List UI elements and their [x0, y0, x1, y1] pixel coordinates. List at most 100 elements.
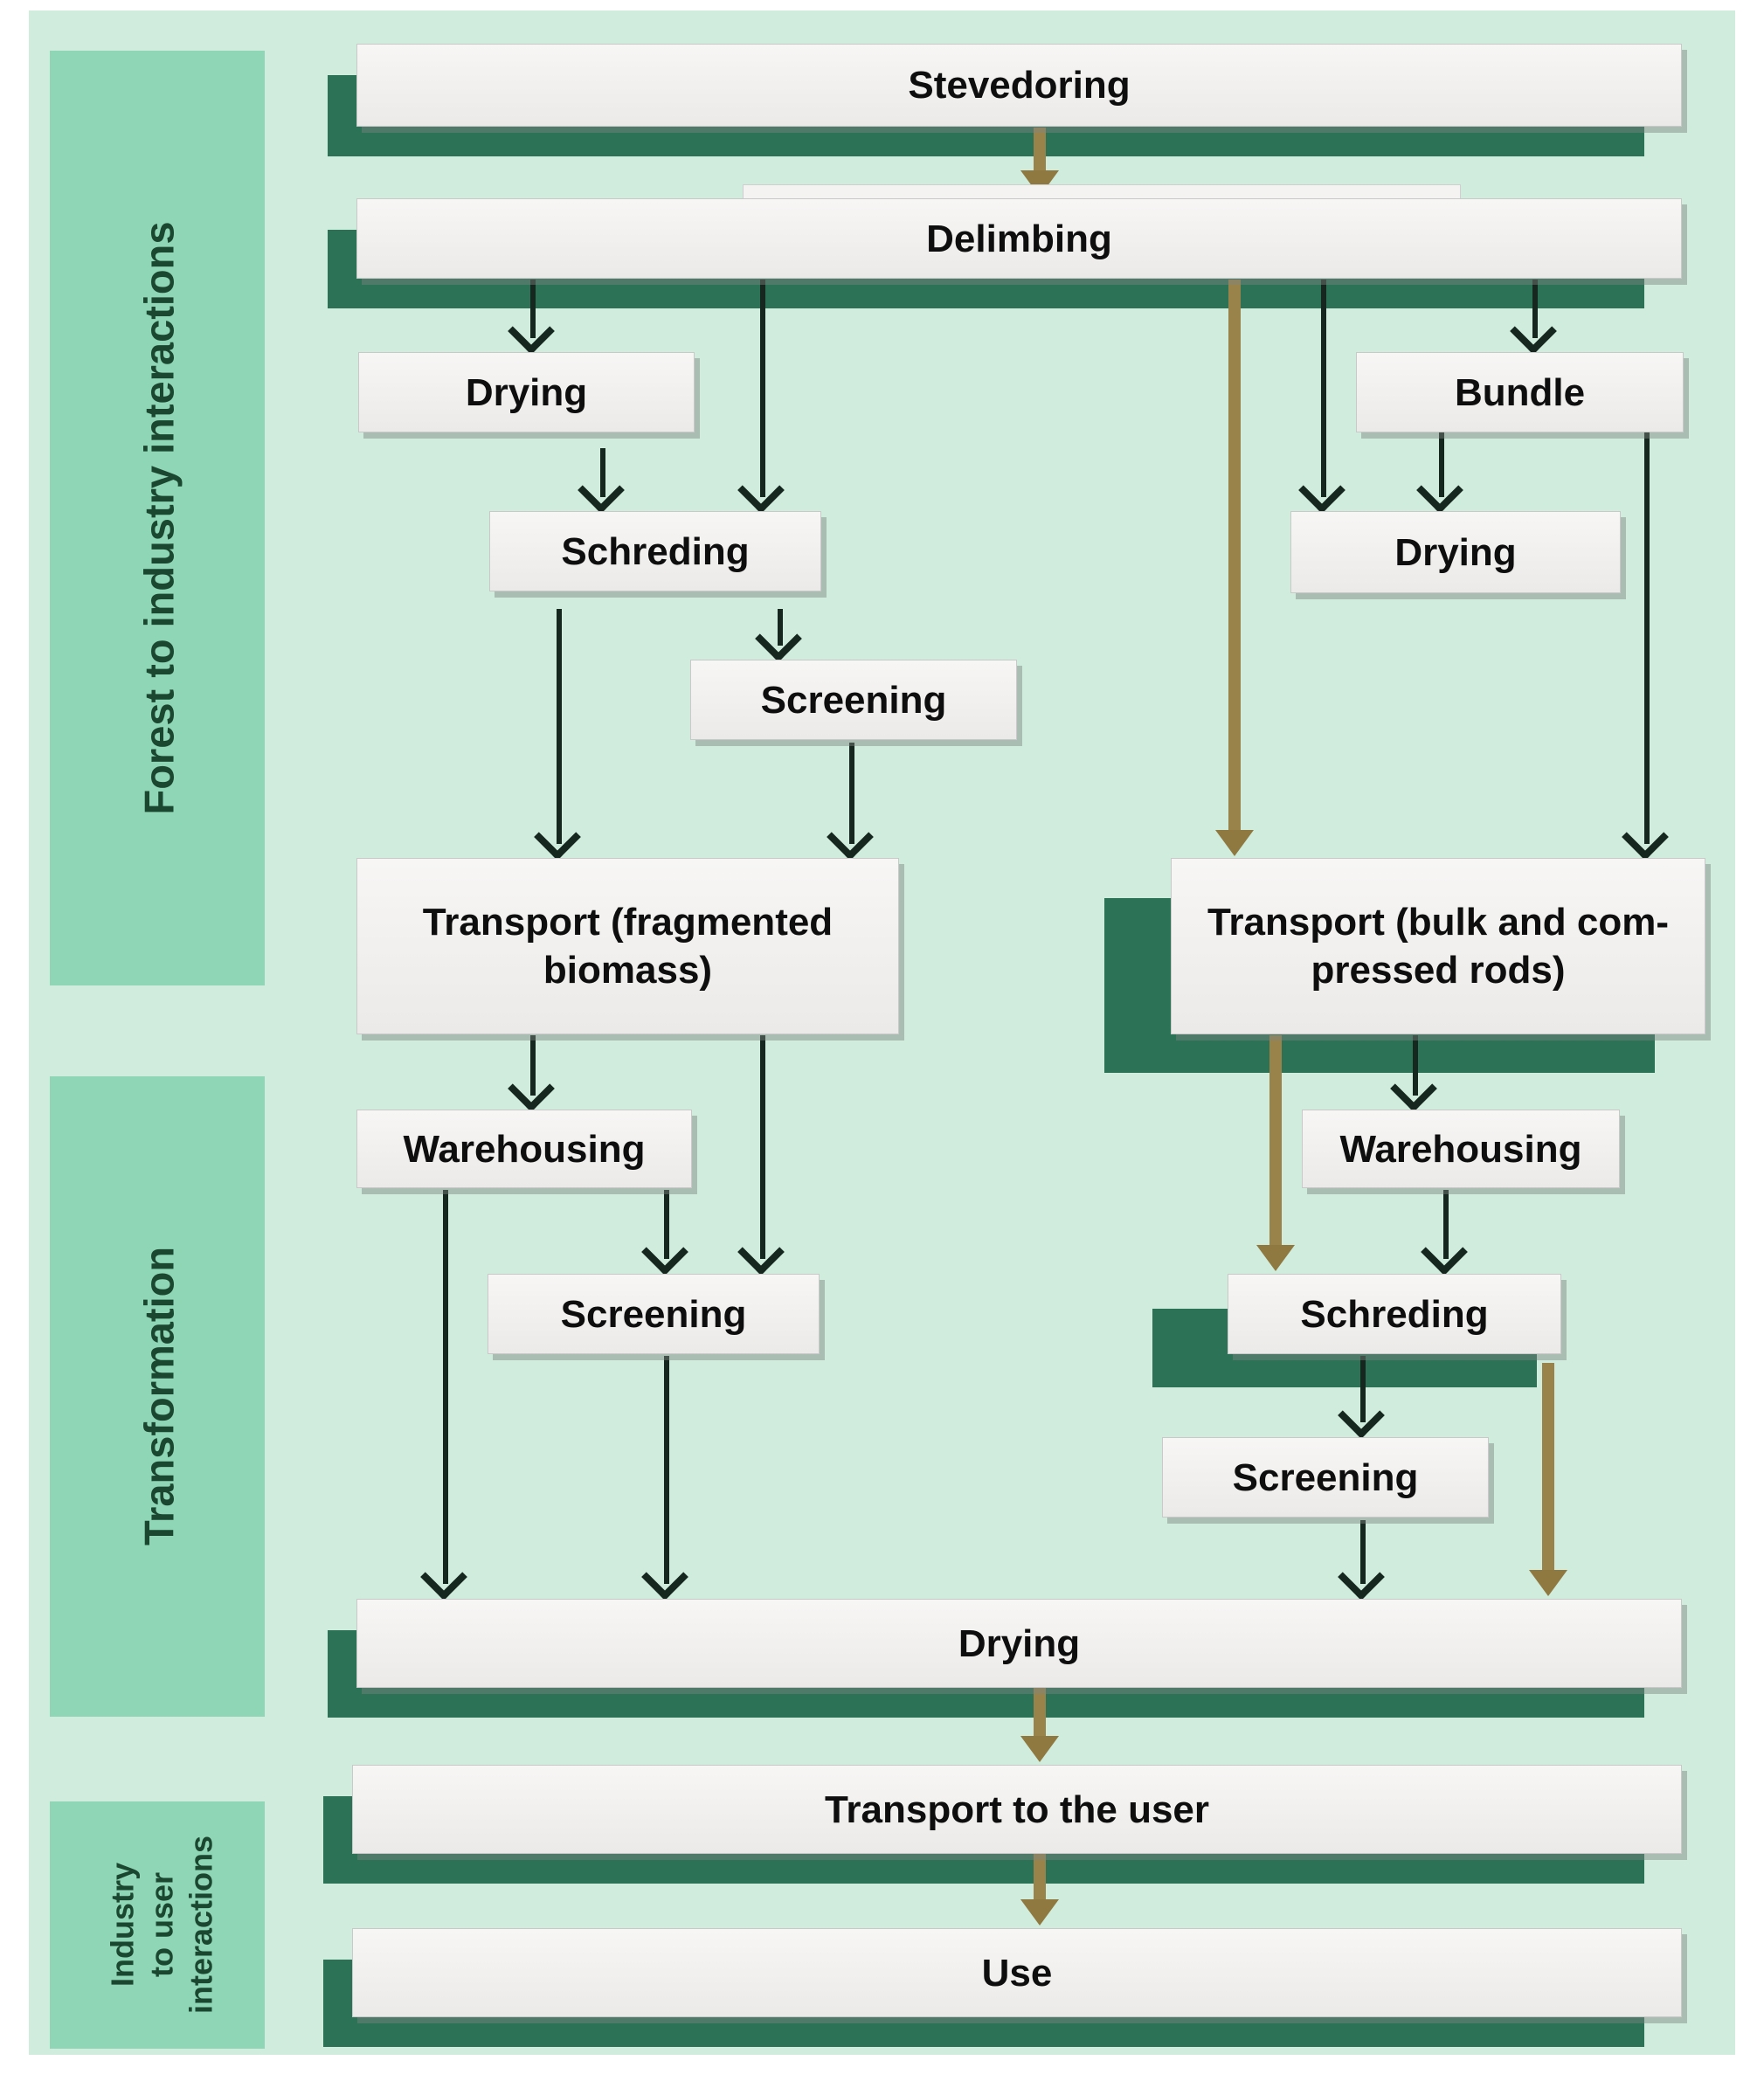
arrow-shaft [600, 448, 605, 497]
arrow-shaft [849, 743, 854, 844]
arrow-shaft [1228, 280, 1241, 833]
arrowhead-down-icon [1338, 1553, 1385, 1601]
section-label-forest: Forest to industry interactions [135, 221, 183, 815]
node-drying-right-label: Drying [1394, 530, 1517, 574]
node-screening-left-1: Screening [690, 660, 1017, 740]
arrow-screening_left_1-to-transport_fragmented [827, 743, 874, 861]
arrow-shaft [778, 609, 783, 646]
arrow-shaft [1034, 1688, 1046, 1739]
arrowhead-down-icon [755, 615, 802, 662]
section-band-forest [50, 51, 265, 985]
arrow-transport_bulk-to-warehousing_right [1390, 1035, 1437, 1112]
arrow-screening_left_2-to-drying_main [641, 1356, 688, 1601]
arrow-shaft [1360, 1520, 1366, 1584]
arrowhead-down-icon [1390, 1065, 1437, 1112]
arrowhead-down-icon [1256, 1245, 1295, 1271]
node-screening-left-1-label: Screening [760, 678, 947, 722]
arrow-shaft [760, 280, 765, 497]
arrowhead-down-icon [1020, 1736, 1059, 1762]
node-delimbing-notch [743, 184, 1461, 201]
node-stevedoring: Stevedoring [356, 44, 1682, 127]
section-band-transformation [50, 1076, 265, 1717]
node-delimbing: Delimbing [356, 198, 1682, 279]
arrowhead-down-icon [641, 1228, 688, 1276]
node-warehousing-right-label: Warehousing [1339, 1127, 1582, 1171]
arrow-shaft [1034, 1852, 1046, 1903]
node-schreding-left-label: Schreding [561, 529, 750, 573]
section-band-industry [50, 1801, 265, 2049]
arrow-bundle-to-drying_right [1416, 432, 1463, 514]
node-stevedoring-label: Stevedoring [908, 64, 1131, 107]
node-transport-user-label: Transport to the user [824, 1787, 1210, 1831]
arrow-delimbing-to-bundle [1510, 280, 1557, 355]
arrowhead-down-icon [1421, 1228, 1468, 1276]
arrow-shaft [1269, 1035, 1282, 1248]
arrowhead-down-icon [827, 813, 874, 861]
arrowhead-down-icon [1622, 813, 1669, 861]
arrow-shaft [664, 1356, 669, 1584]
arrowhead-down-icon [737, 467, 785, 514]
node-warehousing-left: Warehousing [356, 1110, 692, 1188]
arrow-transport_fragmented-to-screening_left_2 [737, 1035, 785, 1276]
node-bundle: Bundle [1356, 352, 1684, 432]
arrow-delimbing-to-transport_bulk [1213, 280, 1256, 856]
node-screening-left-2: Screening [488, 1274, 820, 1354]
arrow-drying_left-to-schreding_left [578, 448, 625, 514]
arrow-shaft [1360, 1356, 1366, 1422]
arrowhead-down-icon [1416, 467, 1463, 514]
arrowhead-down-icon [1298, 467, 1345, 514]
node-transport-fragmented-label: Transport (fragmented biomass) [422, 901, 834, 992]
node-screening-left-2-label: Screening [560, 1292, 747, 1336]
arrowhead-down-icon [508, 308, 555, 355]
arrow-shaft [443, 1190, 448, 1584]
arrowhead-down-icon [737, 1228, 785, 1276]
arrow-warehousing_left-to-screening_left_2 [641, 1190, 688, 1276]
arrowhead-down-icon [1510, 308, 1557, 355]
arrow-bundle-to-transport_bulk [1622, 432, 1669, 861]
arrow-transport_bulk-to-schreding_right [1254, 1035, 1297, 1271]
arrow-shaft [1321, 280, 1326, 497]
node-schreding-right-label: Schreding [1300, 1292, 1489, 1336]
arrow-shaft [557, 609, 562, 844]
node-drying-right: Drying [1290, 511, 1621, 593]
arrowhead-down-icon [1020, 1899, 1059, 1926]
arrowhead-down-icon [420, 1553, 467, 1601]
arrow-delimbing-to-drying_left [508, 280, 555, 355]
arrow-shaft [530, 1035, 536, 1096]
node-transport-bulk: Transport (bulk and com- pressed rods) [1171, 858, 1705, 1034]
arrow-schreding_right-to-drying_main [1526, 1363, 1570, 1596]
arrowhead-down-icon [534, 813, 581, 861]
arrow-shaft [1443, 1190, 1449, 1259]
section-label-transformation: Transformation [135, 1246, 183, 1546]
node-drying-main-label: Drying [958, 1621, 1081, 1665]
arrow-screening_right-to-drying_main [1338, 1520, 1385, 1601]
arrow-delimbing-to-schreding_left [737, 280, 785, 514]
section-label-industry: Industry to user interactions [104, 1835, 219, 2015]
arrowhead-down-icon [641, 1553, 688, 1601]
arrow-drying_main-to-transport_user [1018, 1688, 1062, 1762]
node-warehousing-right: Warehousing [1302, 1110, 1620, 1188]
arrow-shaft [1034, 128, 1046, 174]
arrow-shaft [1644, 432, 1650, 844]
arrow-shaft [530, 280, 536, 338]
arrow-schreding_right-to-screening_right [1338, 1356, 1385, 1439]
arrow-schreding_left-to-transport_fragmented [534, 609, 581, 861]
arrow-warehousing_right-to-schreding_right [1421, 1190, 1468, 1276]
arrow-shaft [664, 1190, 669, 1259]
arrow-shaft [1532, 280, 1538, 338]
arrow-shaft [1413, 1035, 1418, 1096]
node-delimbing-label: Delimbing [926, 217, 1112, 260]
arrow-shaft [1439, 432, 1444, 497]
arrow-warehousing_left-to-drying_main [420, 1190, 467, 1601]
node-warehousing-left-label: Warehousing [403, 1127, 646, 1171]
node-schreding-right: Schreding [1228, 1274, 1561, 1354]
arrowhead-down-icon [508, 1065, 555, 1112]
node-bundle-label: Bundle [1454, 370, 1586, 414]
node-use: Use [352, 1928, 1682, 2017]
arrowhead-down-icon [1215, 830, 1254, 856]
arrow-transport_user-to-use [1018, 1852, 1062, 1926]
arrowhead-down-icon [1529, 1570, 1567, 1596]
node-use-label: Use [981, 1951, 1053, 1995]
arrow-transport_fragmented-to-warehousing_left [508, 1035, 555, 1112]
